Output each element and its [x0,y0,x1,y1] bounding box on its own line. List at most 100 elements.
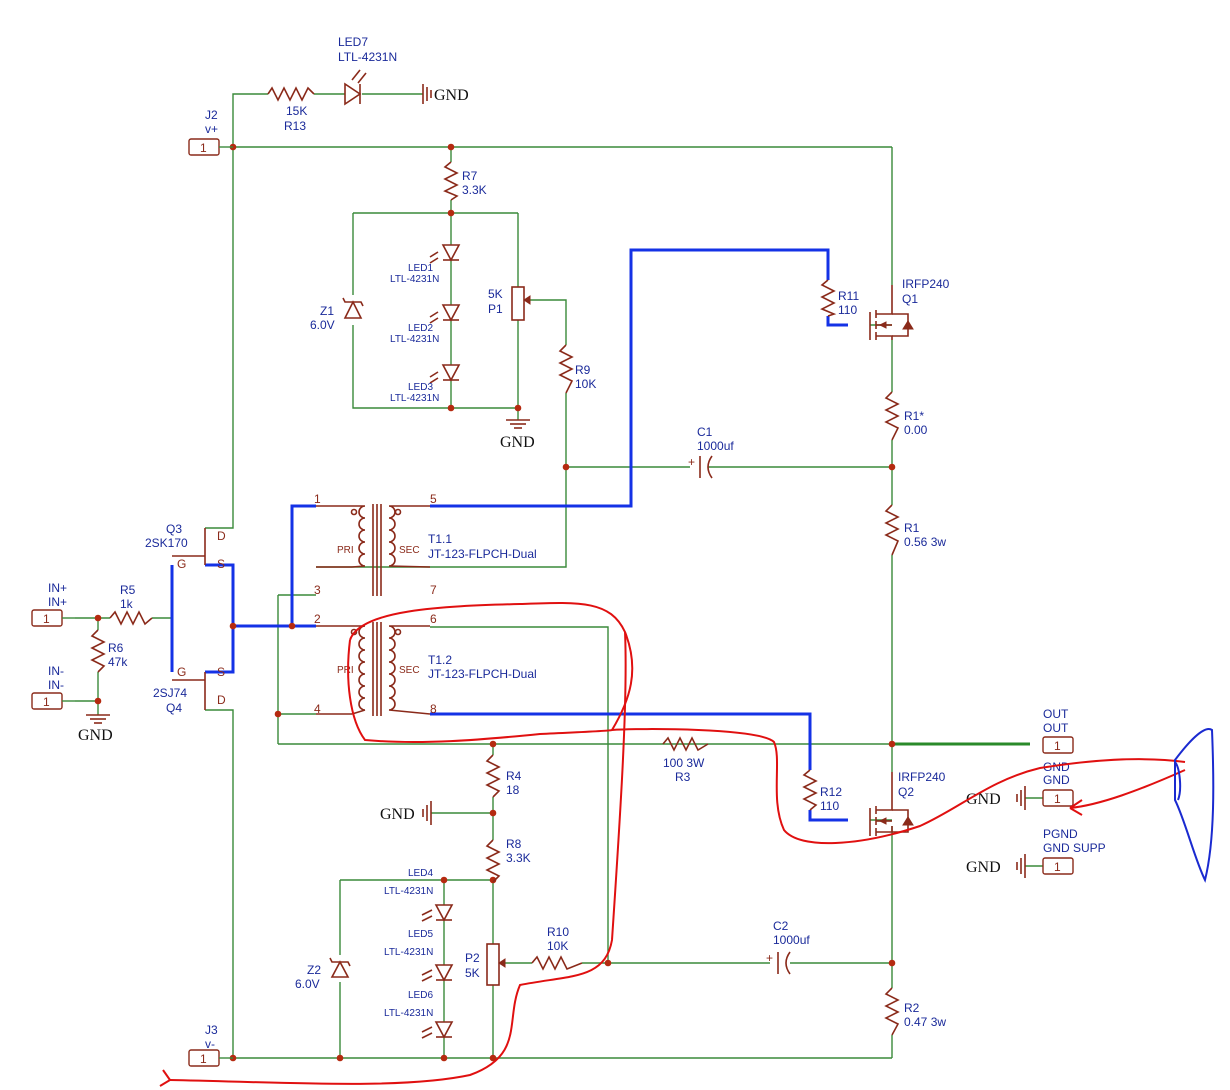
connector-pgnd[interactable]: 1 [1042,857,1074,875]
resistor-r1[interactable] [884,504,900,556]
q4-gate: G [177,665,186,679]
jfet-q3[interactable] [172,528,206,565]
led2-symbol[interactable] [429,304,461,324]
j2-ref: J2 [205,108,218,122]
connector-in-plus[interactable]: 1 [31,609,75,627]
gnd-label-pgnd: GND [966,859,1001,876]
in-plus-pin: 1 [43,612,50,626]
resistor-r10[interactable] [531,955,583,971]
led4-ref: LED4 [408,868,433,879]
z2-value: 6.0V [295,977,320,991]
gnd-conn-ref: GND [1043,760,1070,774]
ground-symbol-gnd-conn [1016,786,1026,810]
led3-ref: LED3 [408,382,433,393]
capacitor-c2[interactable] [777,951,791,975]
r3-ref: R3 [675,770,691,784]
led7-ref: LED7 [338,35,368,49]
resistor-r2[interactable] [884,987,900,1036]
r5-value: 1k [120,597,134,611]
resistor-r6[interactable] [90,629,106,673]
resistor-r3[interactable] [662,736,709,752]
mosfet-q2[interactable] [869,772,914,836]
ground-symbol-pgnd [1016,854,1026,878]
wires [75,93,1043,1059]
gnd-label-bias-bottom: GND [380,806,415,823]
r12-ref: R12 [820,785,842,799]
t12-pin-2: 2 [314,612,321,626]
t12-pin-6: 6 [430,612,437,626]
resistor-r12[interactable] [802,769,818,811]
p1-ref: P1 [488,302,503,316]
connector-j3[interactable]: 1 [188,1049,233,1067]
resistor-r4[interactable] [485,754,501,798]
resistor-r8[interactable] [485,839,501,883]
r1-ref: R1 [904,521,920,535]
transformer-t1-2[interactable] [316,622,431,716]
q3-gate: G [177,557,186,571]
jfet-q4[interactable] [172,672,206,710]
t11-pin-1: 1 [314,492,321,506]
r13-value: 15K [286,104,307,118]
pot-p2[interactable] [486,943,506,986]
led1-symbol[interactable] [429,244,461,264]
led3-symbol[interactable] [429,364,461,384]
mosfet-q1[interactable] [869,285,914,340]
q2-value: IRFP240 [898,770,946,784]
led1-value: LTL-4231N [390,274,439,285]
q3-ref: Q3 [166,522,182,536]
led7-symbol[interactable] [344,69,367,106]
j2-net: v+ [205,122,218,136]
r12-value: 110 [820,799,839,813]
p1-value: 5K [488,287,503,301]
connector-in-minus[interactable]: 1 [31,692,75,710]
out-pin: 1 [1054,739,1061,753]
r6-ref: R6 [108,641,124,655]
q1-ref: Q1 [902,292,918,306]
resistor-r7[interactable] [443,161,459,201]
r1s-ref: R1* [904,409,924,423]
led7-value: LTL-4231N [338,50,397,64]
r4-ref: R4 [506,769,522,783]
r13-ref: R13 [284,119,306,133]
j3-pin: 1 [200,1052,207,1066]
capacitor-c1[interactable] [699,455,713,479]
connector-out[interactable]: 1 [1042,736,1074,754]
pot-p1[interactable] [511,286,531,321]
zener-z2[interactable] [329,957,351,978]
led2-value: LTL-4231N [390,334,439,345]
in-plus-ref: IN+ [48,581,67,595]
c2-value: 1000uf [773,933,810,947]
led5-ref: LED5 [408,929,433,940]
blue-annotation-speaker [1174,728,1215,883]
resistor-r9[interactable] [558,344,574,394]
c1-ref: C1 [697,425,713,439]
ground-symbol-bias-bottom [422,801,432,825]
r6-value: 47k [108,655,128,669]
gnd-label-input: GND [78,727,113,744]
j2-pin: 1 [200,141,207,155]
zener-z1[interactable] [342,297,364,319]
r4-value: 18 [506,783,520,797]
highlighted-wires [170,248,848,822]
q4-value: 2SJ74 [153,686,187,700]
t11-value: JT-123-FLPCH-Dual [428,547,537,561]
led6-symbol[interactable] [421,1021,454,1039]
r11-ref: R11 [838,289,859,303]
resistor-r11[interactable] [820,279,837,317]
led5-value: LTL-4231N [384,947,433,958]
q4-ref: Q4 [166,701,182,715]
t11-pin-5: 5 [430,492,437,506]
led5-symbol[interactable] [421,964,454,982]
resistor-r13[interactable] [267,86,315,102]
connector-j2[interactable]: 1 [188,138,233,156]
in-plus-net: IN+ [48,595,67,609]
t12-ref: T1.2 [428,653,452,667]
led4-symbol[interactable] [421,904,454,922]
resistor-r5[interactable] [109,610,153,626]
resistor-r1-star[interactable] [884,391,900,441]
transformer-t1-1[interactable] [316,504,431,596]
t12-sec: SEC [399,665,420,676]
r3-value: 100 3W [663,756,705,770]
connector-gnd[interactable]: 1 [1042,789,1074,807]
